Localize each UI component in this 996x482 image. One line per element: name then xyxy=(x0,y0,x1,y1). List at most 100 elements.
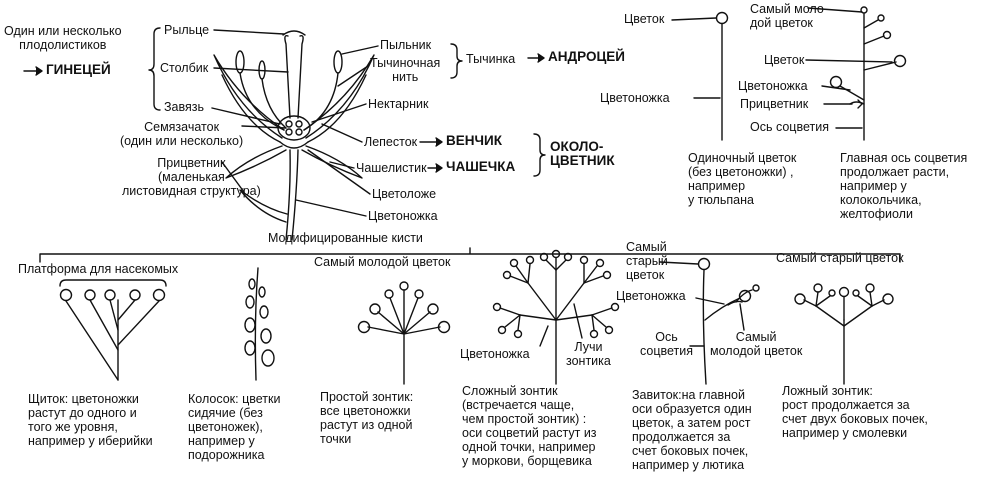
false-umbel-flower xyxy=(828,289,836,297)
spike-flower xyxy=(261,349,275,367)
receptacle xyxy=(279,141,309,149)
false-umbel-flower xyxy=(813,283,823,293)
arrowhead xyxy=(35,66,43,76)
pistil-style-right xyxy=(297,34,304,119)
umbel-ray xyxy=(403,311,431,335)
label-perianth: ОКОЛО- ЦВЕТНИК xyxy=(550,139,615,168)
umbellet-flower xyxy=(589,329,599,339)
leader-ovule xyxy=(241,125,287,129)
label-ovary: Завязь xyxy=(164,100,205,114)
flower-drawing xyxy=(23,27,546,241)
caption-solitary: Одиночный цветок (без цветоножки) , напр… xyxy=(688,151,797,207)
corymb-pedicel xyxy=(89,299,119,351)
umbellet-flower xyxy=(509,258,519,268)
umbellet-flower xyxy=(497,325,507,335)
umbellet-ray xyxy=(515,265,529,284)
umbel-ray xyxy=(367,326,405,335)
label-platform: Платформа для насекомых xyxy=(18,262,179,276)
umbellet-ray xyxy=(591,314,595,331)
umbellet-ray xyxy=(545,259,557,271)
umbellet-flower xyxy=(602,270,612,280)
solitary-flower-drawing xyxy=(671,11,729,141)
false-umbel-ray xyxy=(869,291,873,307)
compound-ray xyxy=(519,314,557,321)
false-umbel-ray xyxy=(843,305,873,327)
petal-right-inner xyxy=(307,74,367,143)
sepal-left xyxy=(225,145,287,179)
ovule xyxy=(295,128,303,136)
umbellet-ray xyxy=(527,263,531,284)
umbellet-flower xyxy=(563,252,573,262)
arrowhead xyxy=(857,99,863,109)
compound-ray xyxy=(555,282,585,321)
umbellet xyxy=(502,255,535,284)
umbel-ray xyxy=(403,297,419,335)
leader-raceme-flower xyxy=(805,59,893,63)
corymb-pedicel xyxy=(109,299,119,331)
false-umbel-flower xyxy=(852,289,860,297)
cyme-drawing xyxy=(659,257,760,385)
pistil-style-left xyxy=(284,34,291,119)
solitary-flower xyxy=(715,11,729,25)
corymb-flower xyxy=(84,289,96,301)
false-umbel-ray xyxy=(871,299,885,307)
label-raceme-flower: Цветок xyxy=(764,53,805,67)
raceme-flower xyxy=(893,54,907,68)
raceme-flower xyxy=(877,14,885,22)
filament-inner xyxy=(261,78,287,129)
corymb-flower xyxy=(104,289,116,301)
ovule xyxy=(285,128,293,136)
umbellet xyxy=(539,249,573,271)
label-raceme-bract: Прицветник xyxy=(740,97,809,111)
label-stigma: Рыльце xyxy=(164,23,210,37)
leader-petal xyxy=(321,123,363,143)
corymb-pedicel xyxy=(65,300,119,381)
false-umbel-flower xyxy=(865,283,875,293)
caption-false-umbel: Ложный зонтик: рост продолжается за счет… xyxy=(782,384,928,440)
spike-drawing xyxy=(244,267,275,381)
umbellet-flower xyxy=(525,255,535,265)
raceme-pedicel xyxy=(863,19,879,29)
label-corolla: ВЕНЧИК xyxy=(446,133,502,148)
umbellet-flower xyxy=(579,255,589,265)
label-cyme-youngest: Самый молодой цветок xyxy=(710,330,803,358)
raceme-bud xyxy=(860,6,868,14)
umbel-flower xyxy=(357,320,371,334)
umbellet xyxy=(589,302,620,339)
section-bracket xyxy=(39,247,901,263)
spike-flower xyxy=(248,278,256,290)
label-anther: Пыльник xyxy=(380,38,432,52)
leader-stigma xyxy=(213,29,285,35)
arrowhead xyxy=(435,163,443,173)
label-cyme-axis: Ось соцветия xyxy=(640,330,694,358)
umbel-ray xyxy=(389,297,405,335)
raceme-drawing xyxy=(805,6,907,141)
filament-right xyxy=(303,72,339,131)
leader-sepal xyxy=(329,161,355,169)
label-solitary-pedicel: Цветоножка xyxy=(600,91,670,105)
false-umbel-flower xyxy=(794,293,806,305)
label-compound-pedicel: Цветоножка xyxy=(460,347,530,361)
raceme-pedicel xyxy=(839,85,865,101)
gynoecium-bracket xyxy=(148,27,161,111)
leader-cyme-pedicel xyxy=(695,297,725,305)
umbel-flower xyxy=(427,303,439,315)
umbellet-ray xyxy=(504,314,521,328)
leader-cyme-oldest xyxy=(659,261,699,265)
label-false-umbel-oldest: Самый старый цветок xyxy=(776,251,904,265)
platform-bracket xyxy=(59,279,167,287)
umbellet-ray xyxy=(509,275,529,284)
arrowhead xyxy=(435,137,443,147)
corymb-pedicel xyxy=(117,299,136,321)
corymb-pedicel xyxy=(117,300,160,346)
leader-pedicel xyxy=(295,199,367,217)
false-umbel-ray xyxy=(803,299,817,307)
caption-corymb: Щиток: цветоножки растут до одного и тог… xyxy=(28,392,153,448)
spike-flower xyxy=(258,286,266,298)
cyme-main-axis xyxy=(702,269,707,385)
label-raceme-youngest: Самый моло- дой цветок xyxy=(750,2,828,30)
umbellet-ray xyxy=(499,307,521,316)
umbellet xyxy=(579,255,612,284)
umbellet xyxy=(492,302,523,339)
